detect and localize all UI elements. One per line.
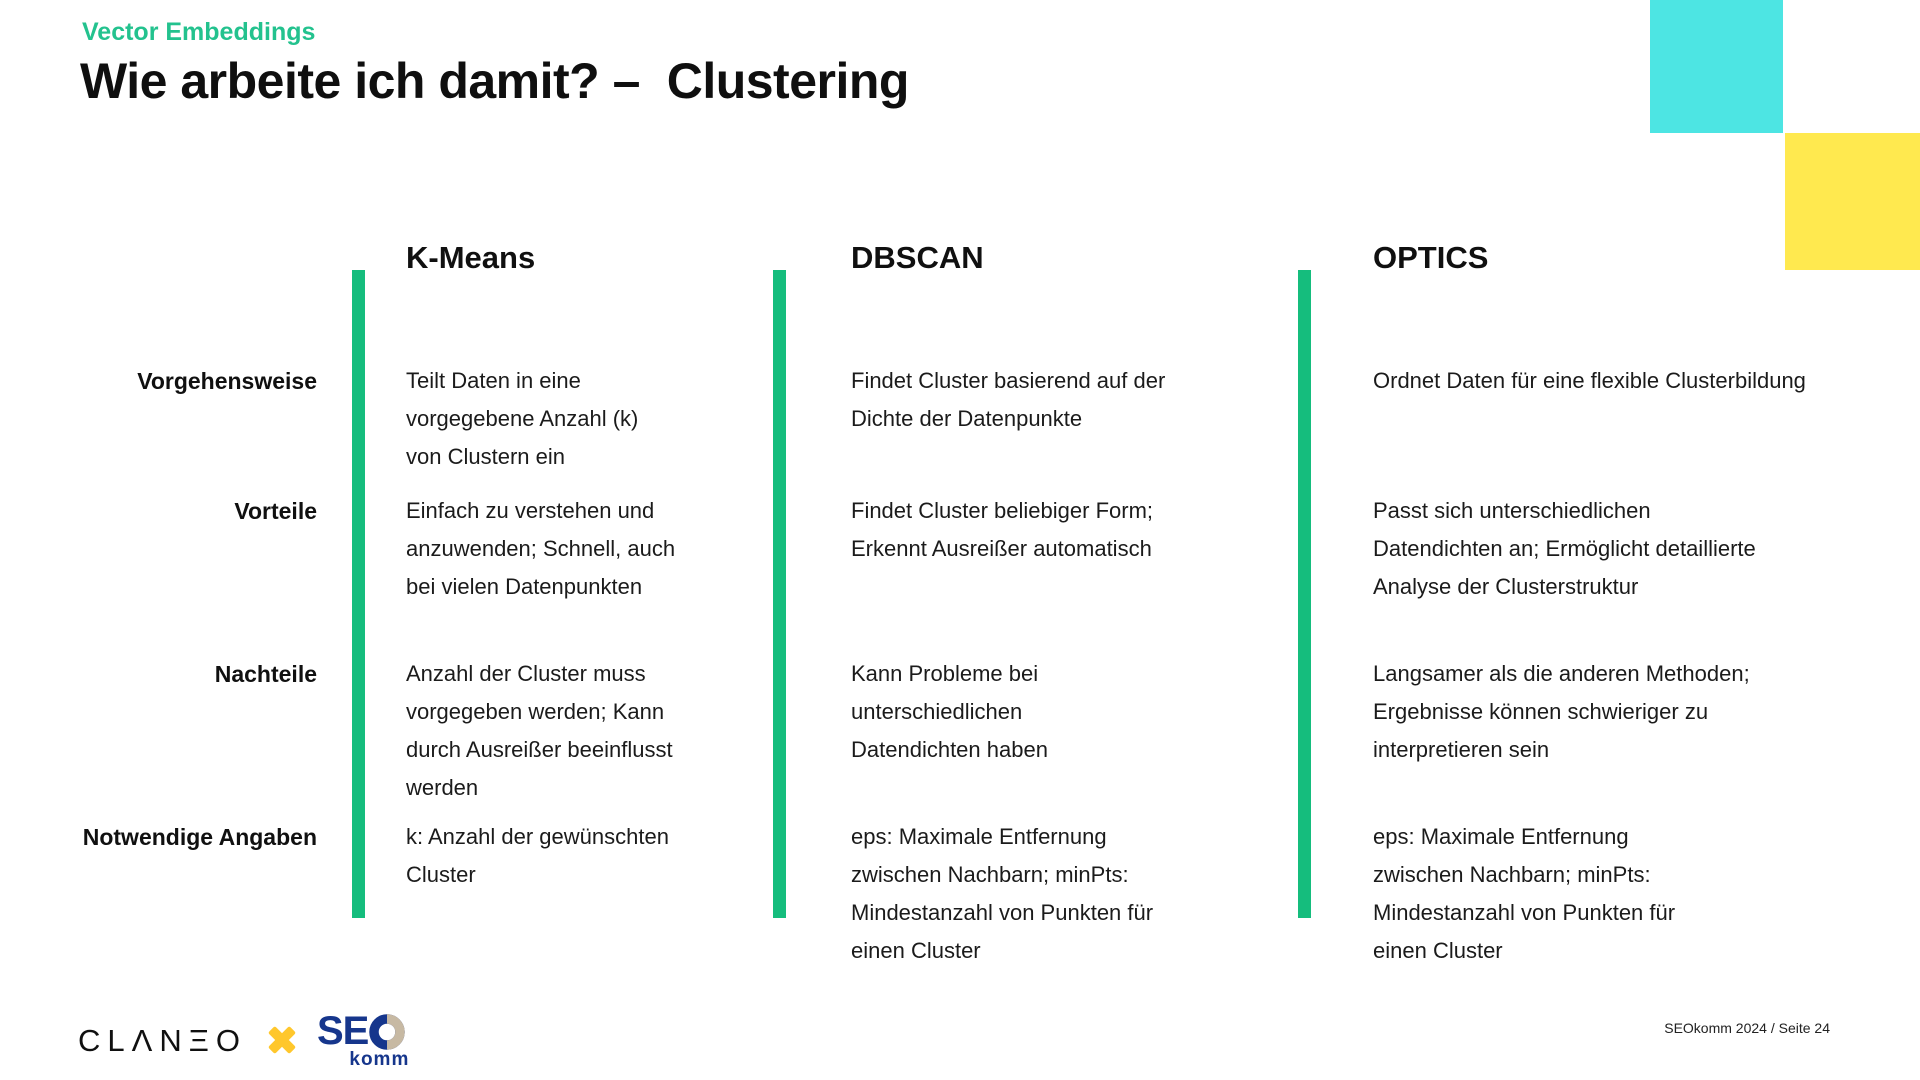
cell-vorgehensweise-kmeans: Teilt Daten in eine vorgegebene Anzahl (… [406,368,639,469]
seo-logo-text: SE [316,1009,369,1053]
row-label-notwendige-angaben: Notwendige Angaben [82,824,317,850]
cell-nachteile-optics: Langsamer als die anderen Methoden; Erge… [1373,661,1750,762]
seokomm-logo: SE komm [316,1009,408,1070]
cell-nachteile-dbscan: Kann Probleme bei unterschiedlichen Date… [851,661,1048,762]
cell-vorgehensweise-optics: Ordnet Daten für eine flexible Clusterbi… [1373,368,1806,393]
cell-vorgehensweise-dbscan: Findet Cluster basierend auf der Dichte … [851,368,1166,431]
deco-square-yellow [1785,133,1920,270]
cell-nachteile-kmeans: Anzahl der Cluster muss vorgegeben werde… [406,661,673,800]
cell-vorteile-kmeans: Einfach zu verstehen und anzuwenden; Sch… [406,498,676,599]
seo-o-icon [369,1014,406,1050]
cell-notwendige-optics: eps: Maximale Entfernung zwischen Nachba… [1373,824,1676,963]
column-divider-1 [352,270,365,918]
footer-logos: CLΛNΞO SE komm [78,1008,408,1072]
row-label-nachteile: Nachteile [214,661,317,687]
cell-vorteile-optics: Passt sich unterschiedlichen Datendichte… [1373,498,1756,599]
column-header-kmeans: K-Means [406,240,536,275]
row-label-vorgehensweise: Vorgehensweise [137,368,317,394]
column-divider-3 [1298,270,1311,918]
eyebrow-label: Vector Embeddings [82,18,316,46]
page-title: Wie arbeite ich damit? – Clustering [80,53,909,109]
column-header-dbscan: DBSCAN [851,240,984,275]
cell-vorteile-dbscan: Findet Cluster beliebiger Form; Erkennt … [851,498,1154,561]
collab-x-icon [268,1026,296,1054]
cell-notwendige-kmeans: k: Anzahl der gewünschten Cluster [406,824,669,887]
claneo-logo: CLΛNΞO [78,1022,247,1058]
cell-notwendige-dbscan: eps: Maximale Entfernung zwischen Nachba… [851,824,1154,963]
row-label-vorteile: Vorteile [234,498,317,524]
seo-komm-text: komm [349,1049,410,1070]
page-info: SEOkomm 2024 / Seite 24 [1664,1020,1830,1036]
column-header-optics: OPTICS [1373,240,1489,275]
deco-square-cyan [1650,0,1783,133]
column-divider-2 [773,270,786,918]
